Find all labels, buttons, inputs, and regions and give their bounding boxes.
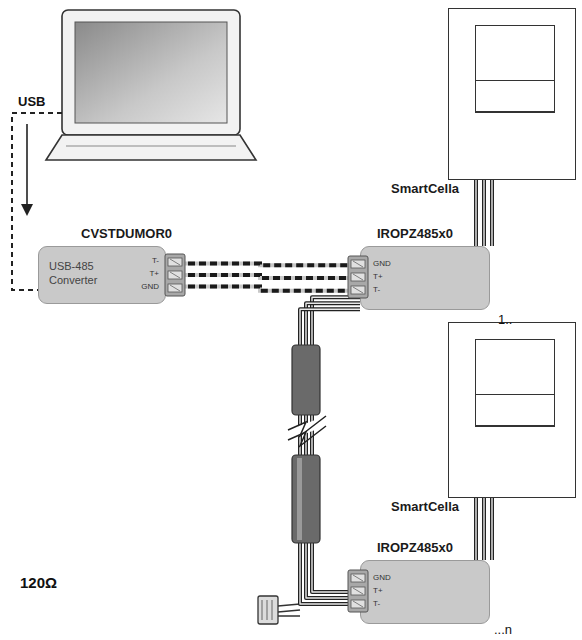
part-code: CVSTDUMOR0 bbox=[81, 226, 172, 241]
laptop-screen bbox=[75, 22, 227, 123]
terminal-screw bbox=[353, 601, 363, 607]
pin-name: T+ bbox=[373, 272, 383, 281]
bus-wire bbox=[166, 263, 360, 265]
bus-wire bbox=[166, 263, 360, 265]
bus-wire bbox=[166, 275, 360, 278]
cable-wire bbox=[474, 498, 478, 560]
part-code: IROPZ485x0 bbox=[377, 540, 453, 555]
cable-connector bbox=[166, 263, 360, 290]
terminal-body bbox=[348, 570, 368, 612]
pin-name: T+ bbox=[373, 586, 383, 595]
laptop-base bbox=[46, 135, 256, 160]
terminal-block bbox=[164, 253, 186, 297]
cable-wire bbox=[490, 180, 494, 246]
terminal-screw bbox=[353, 575, 363, 581]
device-display bbox=[475, 25, 555, 113]
terminal-slot bbox=[351, 260, 365, 268]
terminal-screw bbox=[353, 274, 363, 280]
label: 1.. bbox=[498, 312, 512, 327]
terminal-screw bbox=[170, 285, 180, 291]
terminal-slot bbox=[351, 600, 365, 608]
terminal-screw bbox=[353, 261, 363, 267]
terminator-resistor bbox=[258, 596, 278, 624]
bus-wire bbox=[166, 275, 360, 278]
direction-arrow bbox=[26, 124, 28, 206]
laptop-screen-frame bbox=[62, 10, 240, 135]
terminal-slot bbox=[351, 574, 365, 582]
terminal-screw bbox=[353, 588, 363, 594]
cable-break bbox=[288, 416, 326, 440]
terminal-block bbox=[347, 255, 369, 299]
cable-core bbox=[491, 498, 492, 560]
terminal-slot bbox=[168, 258, 182, 266]
terminal-body bbox=[348, 256, 368, 298]
arrow-head bbox=[21, 204, 33, 216]
module-name: USB-485 Converter bbox=[49, 259, 119, 287]
terminal-slot bbox=[351, 587, 365, 595]
pin-name: T+ bbox=[149, 269, 159, 278]
cable-wire bbox=[312, 297, 360, 592]
cable-core bbox=[483, 180, 484, 246]
terminator-detail bbox=[267, 600, 268, 620]
cable-connector bbox=[476, 180, 492, 246]
part-code: IROPZ485x0 bbox=[377, 226, 453, 241]
terminal-block bbox=[347, 569, 369, 613]
cable-wire bbox=[490, 498, 494, 560]
cable-wire bbox=[482, 498, 486, 560]
terminal-screw bbox=[170, 259, 180, 265]
device-name: SmartCella bbox=[391, 181, 459, 196]
smartcella-device: SmartCella bbox=[448, 322, 576, 498]
cable-core bbox=[312, 297, 360, 592]
cable-core bbox=[475, 498, 476, 560]
cable-core bbox=[475, 180, 476, 246]
break-mark bbox=[288, 416, 326, 436]
interface-module: IROPZ485x0GNDT+T- bbox=[360, 560, 490, 624]
terminator-detail bbox=[262, 600, 263, 620]
terminal-slot bbox=[168, 271, 182, 279]
label: 120Ω bbox=[20, 574, 57, 591]
cable-sleeve bbox=[292, 455, 320, 543]
label: ...n bbox=[494, 622, 512, 637]
pin-name: GND bbox=[141, 282, 159, 291]
pin-name: T- bbox=[373, 599, 380, 608]
cable-core bbox=[491, 180, 492, 246]
bus-wire bbox=[166, 287, 360, 291]
device-display bbox=[475, 339, 555, 427]
device-display-panel bbox=[475, 394, 555, 426]
terminal-slot bbox=[351, 273, 365, 281]
pin-name: GND bbox=[373, 573, 391, 582]
device-name: SmartCella bbox=[391, 499, 459, 514]
pin-name: T- bbox=[152, 256, 159, 265]
cable-wire bbox=[482, 180, 486, 246]
interface-module: CVSTDUMOR0USB-485 ConverterT-T+GND bbox=[38, 246, 166, 304]
terminal-body bbox=[165, 254, 185, 296]
terminal-slot bbox=[168, 284, 182, 292]
sleeve-highlight bbox=[297, 458, 302, 540]
cable-sleeve bbox=[292, 345, 320, 415]
terminator-detail bbox=[272, 600, 273, 620]
cable-connector bbox=[476, 498, 492, 560]
cable-connector bbox=[300, 297, 360, 604]
bus-wire bbox=[166, 287, 360, 291]
smartcella-device: SmartCella bbox=[448, 8, 576, 180]
pin-name: GND bbox=[373, 259, 391, 268]
laptop-keyboard bbox=[66, 146, 236, 147]
break-mark bbox=[288, 426, 326, 446]
cable-core bbox=[483, 498, 484, 560]
terminal-screw bbox=[170, 272, 180, 278]
label: USB bbox=[18, 94, 45, 109]
terminal-screw bbox=[353, 287, 363, 293]
device-display-panel bbox=[475, 80, 555, 112]
terminal-slot bbox=[351, 286, 365, 294]
cable-wire bbox=[474, 180, 478, 246]
pin-name: T- bbox=[373, 285, 380, 294]
terminator-wires bbox=[278, 604, 300, 616]
interface-module: IROPZ485x0GNDT+T- bbox=[360, 246, 490, 310]
